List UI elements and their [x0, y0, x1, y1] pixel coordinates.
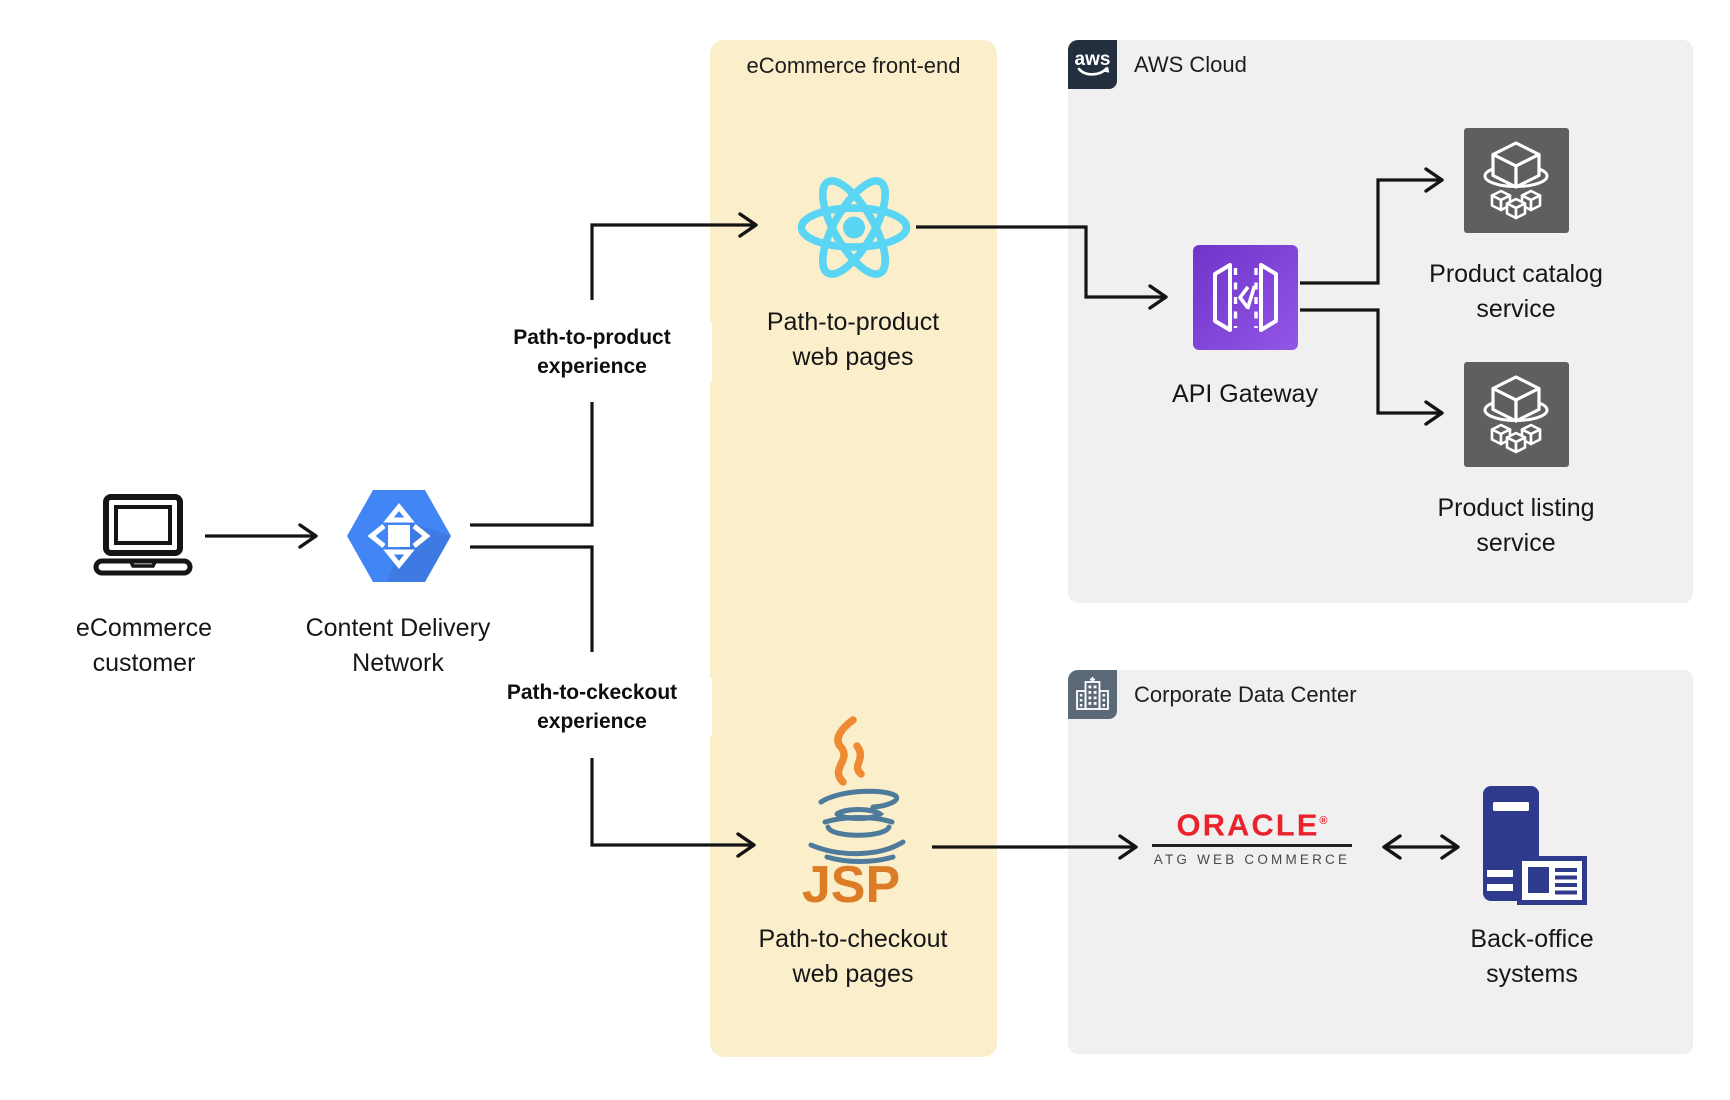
api-gateway-icon	[1193, 245, 1298, 350]
aws-panel-title: AWS Cloud	[1134, 52, 1247, 77]
backoffice-label-line2: systems	[1486, 960, 1578, 988]
aws-cloud-panel	[1068, 40, 1693, 603]
edge-label-product-experience: Path-to-product experience	[472, 323, 712, 381]
oracle-subtitle: ATG WEB COMMERCE	[1153, 852, 1351, 868]
edge-checkout-line2: experience	[537, 710, 647, 733]
edge-product-line1: Path-to-product	[513, 326, 671, 349]
product-catalog-label: Product catalog service	[1396, 257, 1636, 327]
oracle-brand-text: ORACLE	[1176, 807, 1320, 843]
react-node-label: Path-to-product web pages	[713, 305, 993, 375]
react-label-line1: Path-to-product	[766, 308, 940, 336]
api-gateway-label: API Gateway	[1125, 377, 1365, 412]
building-icon	[1068, 670, 1117, 719]
catalog-label-line1: Product catalog	[1429, 260, 1603, 288]
cdc-panel-title: Corporate Data Center	[1134, 682, 1357, 707]
edge-label-checkout-experience: Path-to-ckeckout experience	[472, 678, 712, 736]
oracle-wordmark: ORACLE®	[1152, 806, 1352, 840]
customer-label-line2: customer	[92, 649, 196, 677]
aws-logo-icon: aws	[1068, 40, 1117, 89]
react-label-line2: web pages	[792, 343, 914, 371]
jsp-node-label: Path-to-checkout web pages	[713, 922, 993, 992]
corporate-data-center-panel	[1068, 670, 1693, 1054]
edge-product-line2: experience	[537, 355, 647, 378]
java-jsp-logo-icon: JSP	[795, 716, 907, 914]
backoffice-label-line1: Back-office	[1470, 925, 1594, 953]
react-logo-icon	[793, 171, 915, 289]
cdn-label-line1: Content Delivery	[305, 614, 491, 642]
customer-label-line1: eCommerce	[75, 614, 213, 642]
product-listing-service-icon	[1464, 362, 1569, 467]
oracle-registered-mark: ®	[1319, 815, 1328, 827]
cdn-label: Content Delivery Network	[278, 611, 518, 681]
jsp-label-line2: web pages	[792, 960, 914, 988]
laptop-icon	[93, 494, 193, 585]
api-gateway-label-text: API Gateway	[1172, 380, 1318, 408]
customer-label: eCommerce customer	[24, 611, 264, 681]
backoffice-server-icon	[1477, 784, 1589, 911]
oracle-rule	[1152, 844, 1352, 848]
frontend-panel-title: eCommerce front-end	[746, 53, 961, 78]
edge-checkout-line1: Path-to-ckeckout	[506, 681, 678, 704]
jsp-label-line1: Path-to-checkout	[758, 925, 948, 953]
listing-label-line2: service	[1476, 529, 1556, 557]
jsp-logo-text: JSP	[802, 856, 900, 908]
backoffice-label: Back-office systems	[1412, 922, 1652, 992]
catalog-label-line2: service	[1476, 295, 1556, 323]
product-listing-label: Product listing service	[1396, 491, 1636, 561]
cdn-label-line2: Network	[352, 649, 444, 677]
cdn-hexagon-icon	[347, 490, 451, 587]
listing-label-line1: Product listing	[1437, 494, 1595, 522]
aws-logo-text: aws	[1075, 49, 1111, 70]
product-catalog-service-icon	[1464, 128, 1569, 233]
oracle-logo: ORACLE® ATG WEB COMMERCE	[1152, 806, 1352, 867]
